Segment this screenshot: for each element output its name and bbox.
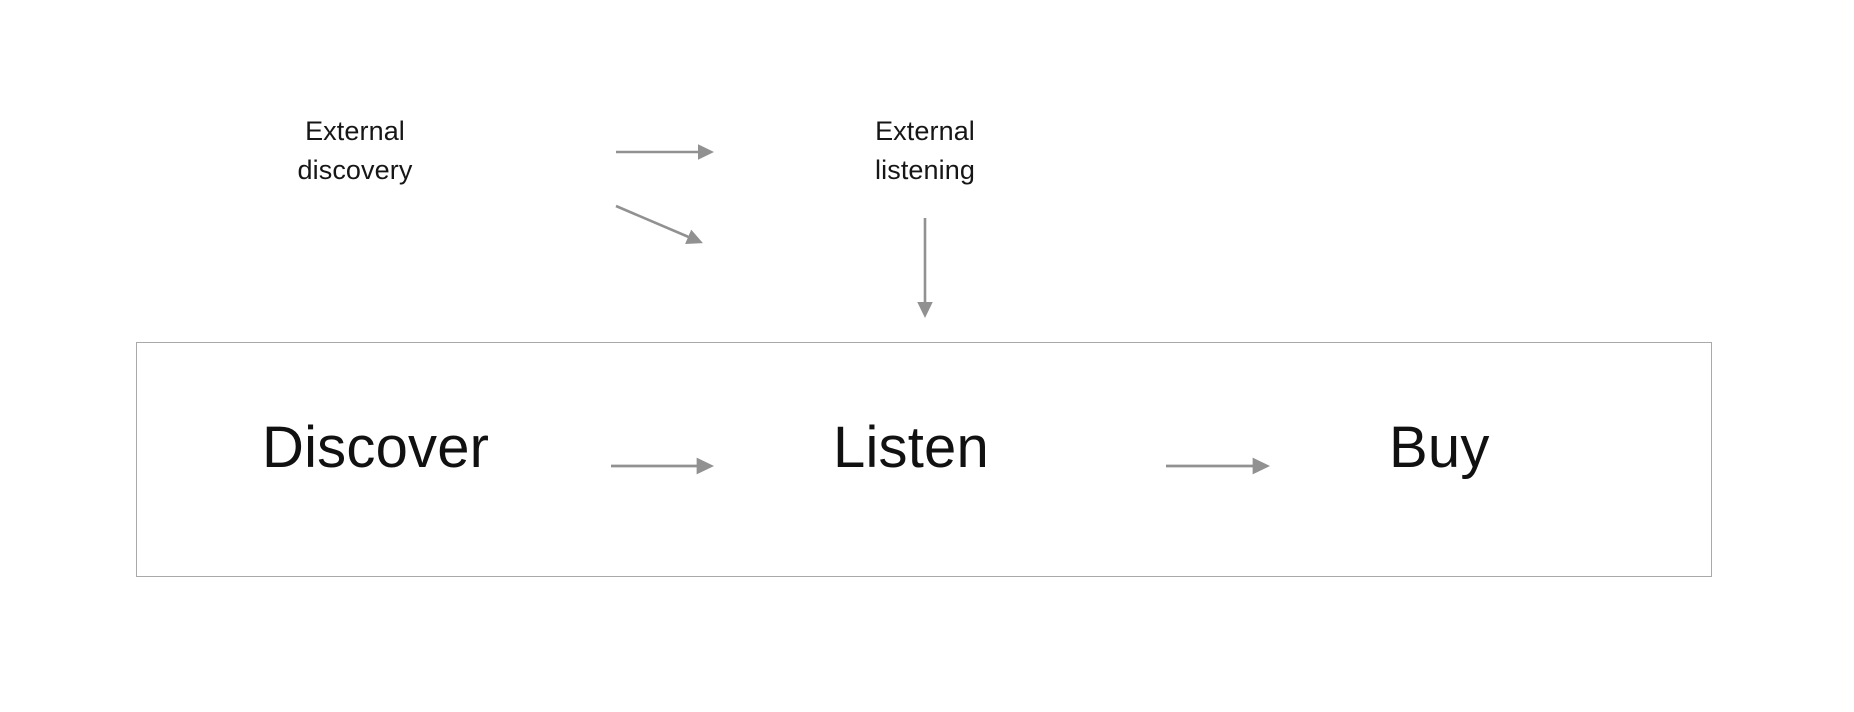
- arrow-discovery-to-funnel: [615, 204, 703, 244]
- stage-label-discover: Discover: [262, 415, 490, 480]
- external-discovery-label: External discovery: [297, 116, 413, 185]
- stage-label-listen: Listen: [833, 415, 989, 480]
- stage-label-buy: Buy: [1389, 415, 1490, 480]
- funnel-box: [136, 342, 1712, 577]
- external-listening-label: External listening: [875, 116, 975, 185]
